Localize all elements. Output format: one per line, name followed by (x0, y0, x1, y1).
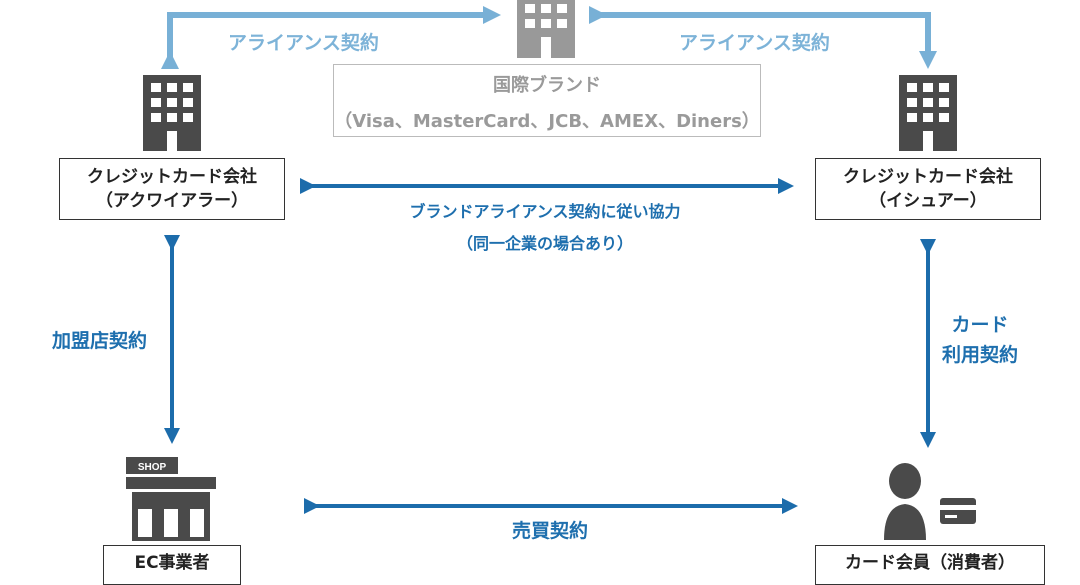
shop-icon: SHOP (126, 457, 216, 541)
acquirer-box: クレジットカード会社 （アクワイアラー） (59, 158, 285, 220)
issuer-building-icon (899, 75, 957, 151)
brand-label: 国際ブランド (493, 75, 601, 96)
acquirer-role: （アクワイアラー） (95, 191, 249, 211)
cooperation-note: （同一企業の場合あり） (456, 234, 633, 253)
cardholder-box: カード会員（消費者） (815, 545, 1045, 585)
ec-merchant-label: EC事業者 (134, 553, 210, 573)
brand-box: 国際ブランド （Visa、MasterCard、JCB、AMEX、Diners） (333, 64, 761, 137)
cooperation-label: ブランドアライアンス契約に従い協力 (409, 202, 681, 221)
sales-contract-label: 売買契約 (511, 520, 588, 542)
alliance-arrow-left (161, 6, 501, 69)
acquirer-title: クレジットカード会社 (87, 167, 257, 187)
issuer-title: クレジットカード会社 (843, 167, 1013, 187)
brand-list: （Visa、MasterCard、JCB、AMEX、Diners） (334, 111, 760, 132)
alliance-label-right: アライアンス契約 (679, 32, 830, 54)
issuer-box: クレジットカード会社 （イシュアー） (815, 158, 1041, 220)
alliance-label-left: アライアンス契約 (228, 32, 379, 54)
acquirer-building-icon (143, 75, 201, 151)
merchant-contract-label: 加盟店契約 (52, 330, 148, 352)
alliance-arrow-right (589, 6, 937, 69)
cardholder-label: カード会員（消費者） (845, 553, 1015, 573)
card-use-label-line2: 利用契約 (941, 344, 1018, 366)
brand-building-icon (517, 0, 575, 58)
issuer-role: （イシュアー） (869, 191, 987, 211)
connector-arrows (161, 6, 937, 514)
credit-card-icon (940, 498, 976, 524)
ec-merchant-box: EC事業者 (103, 545, 241, 585)
card-use-label-line1: カード (951, 314, 1009, 336)
shop-sign-text: SHOP (138, 462, 167, 473)
member-person-icon (884, 463, 976, 540)
